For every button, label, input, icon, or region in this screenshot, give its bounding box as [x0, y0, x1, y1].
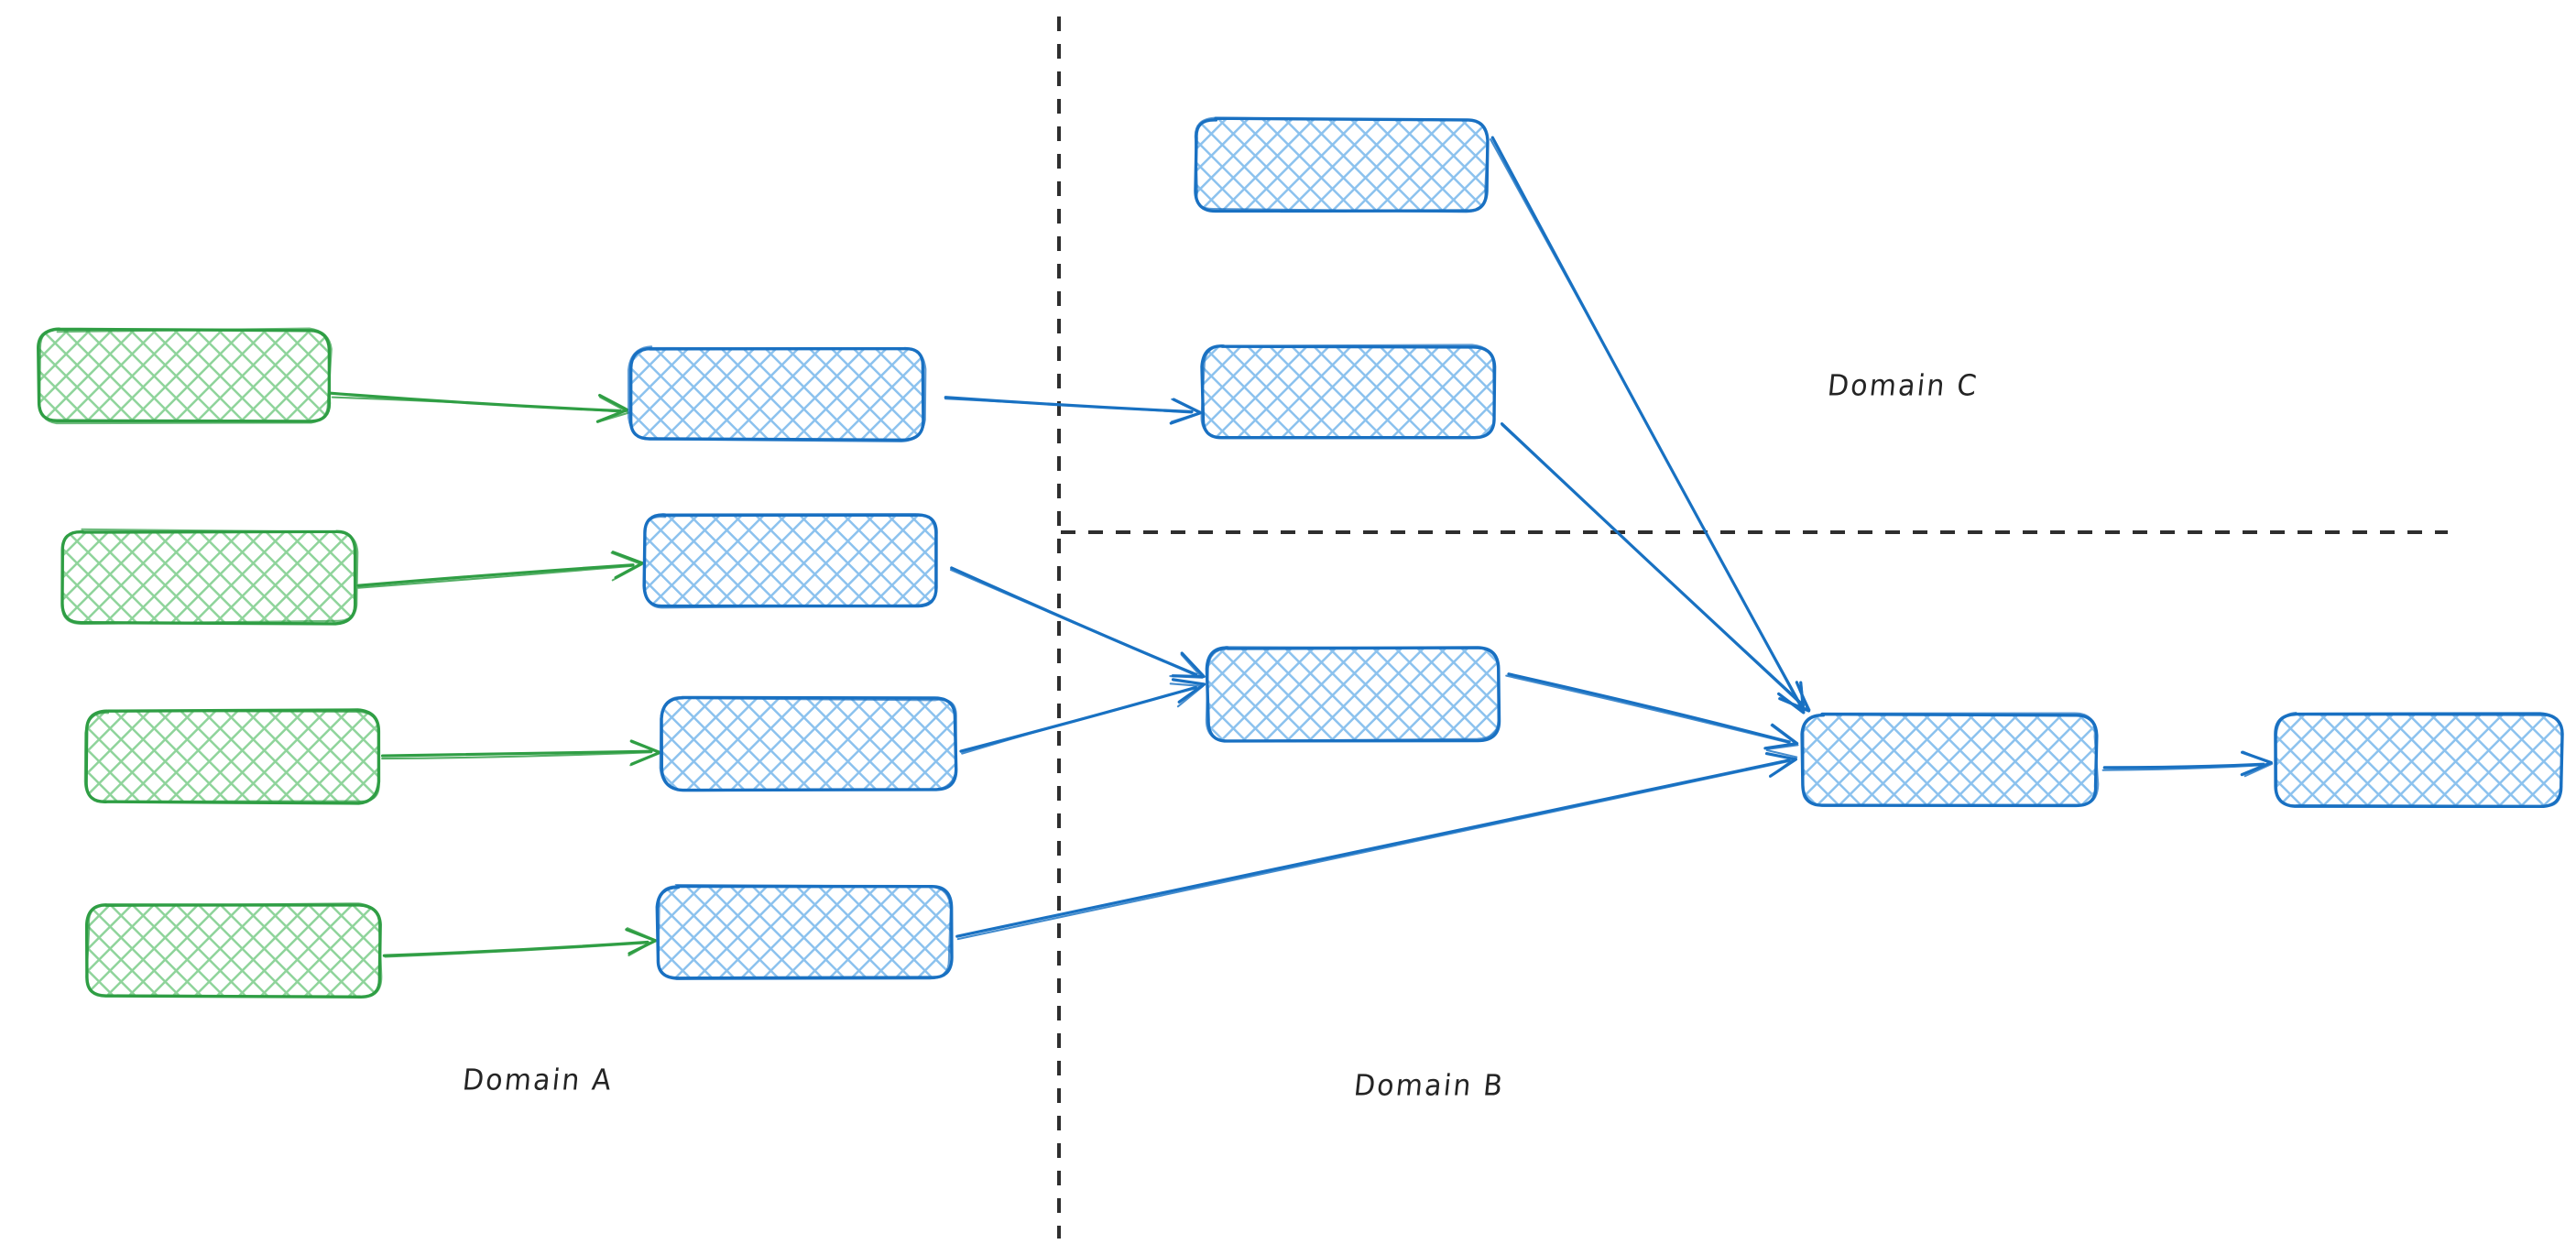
- node-outline: [643, 513, 937, 609]
- domain-dividers-layer: [1057, 16, 2448, 1239]
- edge-a4-to-b4: [382, 927, 658, 958]
- node-fill: [657, 887, 951, 978]
- node-c1[interactable]: [1194, 116, 1490, 213]
- node-fill: [2275, 714, 2562, 807]
- node-fill: [62, 530, 355, 624]
- edge-b4-to-d1: [955, 748, 1798, 941]
- node-b4[interactable]: [655, 883, 954, 980]
- node-fill: [1202, 345, 1495, 439]
- node-fill: [1195, 118, 1488, 212]
- edge-b3-to-c3: [959, 678, 1206, 755]
- node-outline: [1194, 116, 1490, 213]
- node-fill: [1802, 715, 2097, 807]
- node-fill: [86, 710, 379, 802]
- node-outline: [627, 345, 927, 442]
- node-fill: [1206, 648, 1500, 741]
- edge-c2-to-d1: [1500, 422, 1811, 713]
- node-c3[interactable]: [1205, 646, 1501, 743]
- node-outline: [1802, 712, 2100, 807]
- edge-b2-to-c3: [949, 566, 1206, 679]
- edge-a3-to-b3: [380, 739, 662, 767]
- node-outline: [83, 709, 380, 803]
- node-d2[interactable]: [2274, 711, 2564, 809]
- node-a1[interactable]: [37, 327, 333, 425]
- node-b2[interactable]: [642, 513, 938, 609]
- edge-d1-to-d2: [2101, 750, 2274, 778]
- node-fill: [629, 347, 924, 441]
- edge-b1-to-c2: [944, 396, 1203, 425]
- node-outline: [659, 695, 957, 792]
- node-outline: [37, 327, 332, 423]
- node-a4[interactable]: [84, 902, 383, 999]
- node-outline: [1205, 646, 1500, 743]
- domain-label-a: Domain A: [461, 1063, 616, 1098]
- node-outline: [38, 327, 333, 425]
- domain-label-c: Domain C: [1826, 368, 1981, 404]
- edge-c3-to-d1: [1505, 672, 1799, 750]
- node-outline: [2275, 711, 2564, 808]
- node-fill: [38, 329, 331, 421]
- node-fill: [643, 514, 937, 607]
- edge-a1-to-b1: [329, 391, 630, 423]
- node-outline: [85, 902, 383, 999]
- edges-layer: [329, 136, 2274, 958]
- node-c2[interactable]: [1200, 344, 1497, 440]
- node-outline: [1200, 344, 1496, 440]
- nodes-layer: [37, 116, 2564, 999]
- node-a2[interactable]: [60, 528, 359, 626]
- node-b3[interactable]: [659, 695, 958, 792]
- node-a3[interactable]: [83, 708, 381, 805]
- node-outline: [657, 883, 952, 980]
- node-b1[interactable]: [627, 345, 927, 442]
- node-fill: [86, 904, 380, 998]
- node-outline: [61, 528, 359, 625]
- node-fill: [661, 697, 956, 791]
- node-d1[interactable]: [1800, 712, 2100, 808]
- edge-a2-to-b2: [356, 551, 644, 589]
- edge-c1-to-d1: [1490, 136, 1806, 715]
- domain-label-b: Domain B: [1352, 1068, 1507, 1104]
